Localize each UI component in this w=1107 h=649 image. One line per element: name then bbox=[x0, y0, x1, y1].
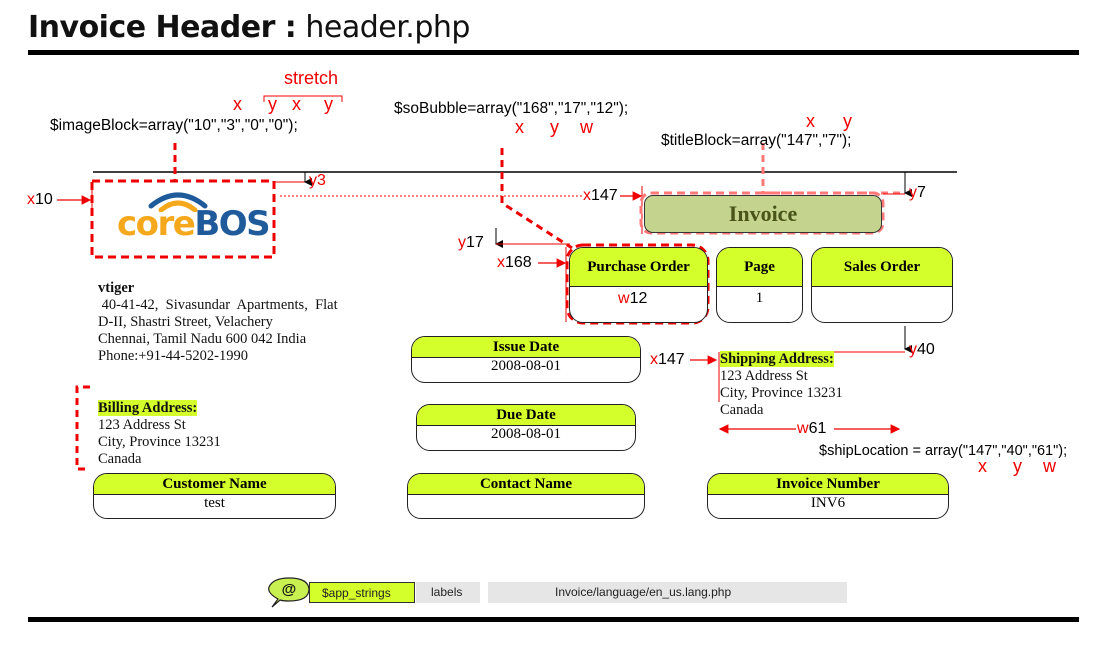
shipping-address: Shipping Address: 123 Address St City, P… bbox=[720, 351, 843, 419]
invoice-title-block: Invoice bbox=[644, 195, 882, 233]
issue-date-bubble: Issue Date 2008-08-01 bbox=[411, 336, 641, 383]
page-bubble: Page 1 bbox=[716, 247, 803, 323]
customer-name-bubble: Customer Name test bbox=[93, 473, 336, 519]
contact-name-bubble: Contact Name bbox=[407, 473, 645, 519]
so-axis-y: y bbox=[550, 117, 559, 137]
image-axis-x: x bbox=[233, 94, 242, 114]
speech-bubble-icon: @ bbox=[268, 577, 310, 608]
company-info: vtiger 40-41-42, Sivasundar Apartments, … bbox=[98, 280, 378, 365]
shipping-address-label: Shipping Address: bbox=[720, 351, 834, 367]
contact-name-value bbox=[408, 495, 644, 512]
invoice-number-value: INV6 bbox=[810, 495, 846, 511]
y17-marker: y17 bbox=[458, 234, 484, 251]
billing-line: 123 Address St bbox=[98, 417, 186, 433]
title-axis-y: y bbox=[843, 111, 852, 131]
so-bubble-code: $soBubble=array("168","17","12"); bbox=[394, 100, 629, 117]
x10-marker: x10 bbox=[27, 191, 53, 208]
billing-line: City, Province 13231 bbox=[98, 434, 221, 450]
x168-marker: x168 bbox=[497, 254, 532, 271]
x147-title-marker: x147 bbox=[583, 187, 618, 204]
issue-date-value: 2008-08-01 bbox=[491, 358, 561, 374]
y7-marker: y7 bbox=[909, 184, 926, 201]
y40-marker: y40 bbox=[909, 341, 935, 358]
company-logo: coreBOS bbox=[98, 186, 271, 252]
app-strings-type: labels bbox=[416, 582, 480, 603]
company-name: vtiger bbox=[98, 280, 135, 296]
shipping-line: 123 Address St bbox=[720, 368, 808, 384]
billing-bracket bbox=[75, 385, 90, 471]
title-block-code: $titleBlock=array("147","7"); bbox=[661, 132, 852, 149]
company-line: 40-41-42, Sivasundar Apartments, Flat bbox=[98, 297, 338, 313]
image-block-outline bbox=[90, 179, 276, 259]
billing-line: Canada bbox=[98, 451, 142, 467]
logo-bos: BOS bbox=[194, 204, 270, 244]
sales-order-value bbox=[812, 287, 952, 311]
page-title: Invoice Header : header.php bbox=[28, 10, 470, 45]
so-axis-x: x bbox=[515, 117, 524, 137]
purchase-order-label: Purchase Order bbox=[570, 248, 707, 287]
so-axis-w: w bbox=[580, 117, 593, 137]
invoice-number-bubble: Invoice Number INV6 bbox=[707, 473, 949, 519]
company-line: D-II, Shastri Street, Velachery bbox=[98, 314, 273, 330]
y3-marker: y3 bbox=[309, 172, 326, 189]
image-block-code: $imageBlock=array("10","3","0","0"); bbox=[50, 117, 298, 134]
so-bubble-outline bbox=[565, 243, 710, 325]
bottom-divider bbox=[28, 617, 1079, 622]
w61-marker: w61 bbox=[797, 420, 827, 437]
billing-address-label: Billing Address: bbox=[98, 400, 198, 416]
purchase-order-bubble: Purchase Order bbox=[569, 247, 708, 323]
due-date-bubble: Due Date 2008-08-01 bbox=[416, 404, 636, 451]
customer-name-label: Customer Name bbox=[94, 474, 335, 495]
stretch-bracket bbox=[263, 95, 343, 102]
page-label: Page bbox=[717, 248, 802, 287]
page-title-file: header.php bbox=[296, 10, 470, 45]
stretch-label: stretch bbox=[284, 68, 339, 88]
logo-core: core bbox=[117, 204, 196, 244]
w12-marker: w12 bbox=[618, 290, 648, 307]
ship-axis-x: x bbox=[978, 456, 987, 476]
company-line: Phone:+91-44-5202-1990 bbox=[98, 348, 248, 364]
image-stretch-y: y bbox=[324, 94, 333, 114]
page-title-bold: Invoice Header : bbox=[28, 10, 297, 45]
ship-location-code: $shipLocation = array("147","40","61"); bbox=[819, 443, 1068, 459]
shipping-line: Canada bbox=[720, 402, 764, 418]
app-strings-variable: $app_strings bbox=[309, 582, 415, 603]
x147-ship-marker: x147 bbox=[650, 351, 685, 368]
company-line: Chennai, Tamil Nadu 600 042 India bbox=[98, 331, 307, 347]
billing-address: Billing Address: 123 Address St City, Pr… bbox=[98, 400, 221, 468]
top-divider bbox=[28, 50, 1079, 55]
at-glyph: @ bbox=[282, 581, 297, 598]
customer-name-value: test bbox=[204, 495, 225, 511]
issue-date-label: Issue Date bbox=[412, 337, 640, 358]
due-date-value: 2008-08-01 bbox=[491, 426, 561, 442]
image-axis-y: y bbox=[268, 94, 277, 114]
page-value: 1 bbox=[755, 290, 764, 306]
contact-name-label: Contact Name bbox=[408, 474, 644, 495]
shipping-line: City, Province 13231 bbox=[720, 385, 843, 401]
app-strings-file: Invoice/language/en_us.lang.php bbox=[488, 582, 847, 603]
image-stretch-x: x bbox=[292, 94, 301, 114]
sales-order-bubble: Sales Order bbox=[811, 247, 953, 323]
logo-arc-icon bbox=[148, 192, 208, 212]
ship-axis-y: y bbox=[1013, 456, 1022, 476]
sales-order-label: Sales Order bbox=[812, 248, 952, 287]
ship-axis-w: w bbox=[1043, 456, 1056, 476]
invoice-number-label: Invoice Number bbox=[708, 474, 948, 495]
title-axis-x: x bbox=[806, 111, 815, 131]
so-bubble-pointer bbox=[500, 148, 573, 250]
due-date-label: Due Date bbox=[417, 405, 635, 426]
